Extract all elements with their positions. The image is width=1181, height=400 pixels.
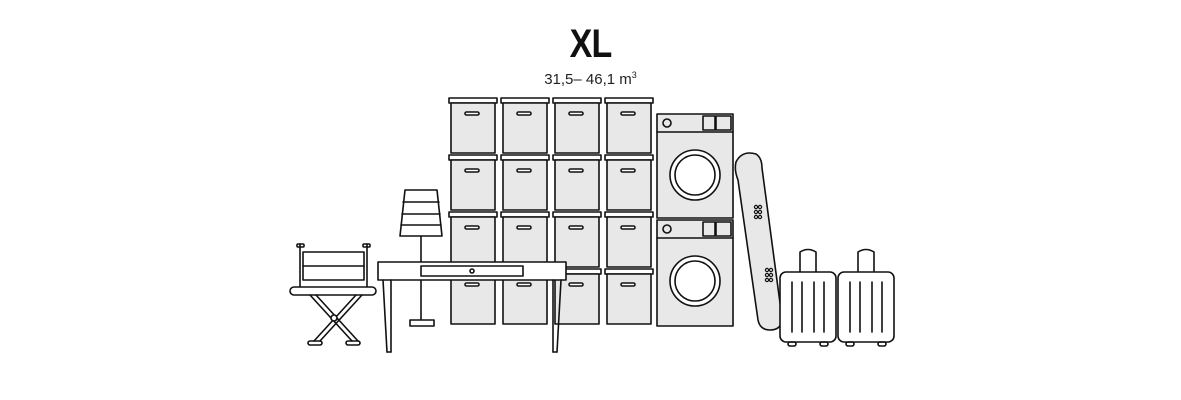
storage-box bbox=[552, 97, 602, 154]
washing-machine bbox=[656, 113, 734, 219]
storage-boxes bbox=[448, 97, 654, 325]
volume-range: 31,5– 46,1 m3 bbox=[0, 70, 1181, 88]
volume-text: 31,5– 46,1 m bbox=[544, 71, 632, 88]
dryer bbox=[656, 219, 734, 327]
storage-box bbox=[604, 268, 654, 325]
snowboard bbox=[734, 152, 783, 331]
volume-superscript: 3 bbox=[631, 70, 637, 80]
storage-box bbox=[500, 154, 550, 211]
storage-box bbox=[552, 154, 602, 211]
storage-box bbox=[448, 211, 498, 268]
director-chair bbox=[289, 243, 377, 346]
desk bbox=[377, 261, 567, 353]
suitcase-right bbox=[837, 248, 895, 347]
storage-box bbox=[604, 97, 654, 154]
storage-box bbox=[500, 211, 550, 268]
suitcase-left bbox=[779, 248, 837, 347]
size-label: XL bbox=[569, 22, 613, 66]
storage-box bbox=[448, 154, 498, 211]
storage-box bbox=[604, 211, 654, 268]
storage-box bbox=[448, 97, 498, 154]
storage-box bbox=[604, 154, 654, 211]
storage-box bbox=[552, 211, 602, 268]
storage-box bbox=[500, 97, 550, 154]
storage-box bbox=[552, 268, 602, 325]
floor-lamp bbox=[399, 189, 443, 327]
